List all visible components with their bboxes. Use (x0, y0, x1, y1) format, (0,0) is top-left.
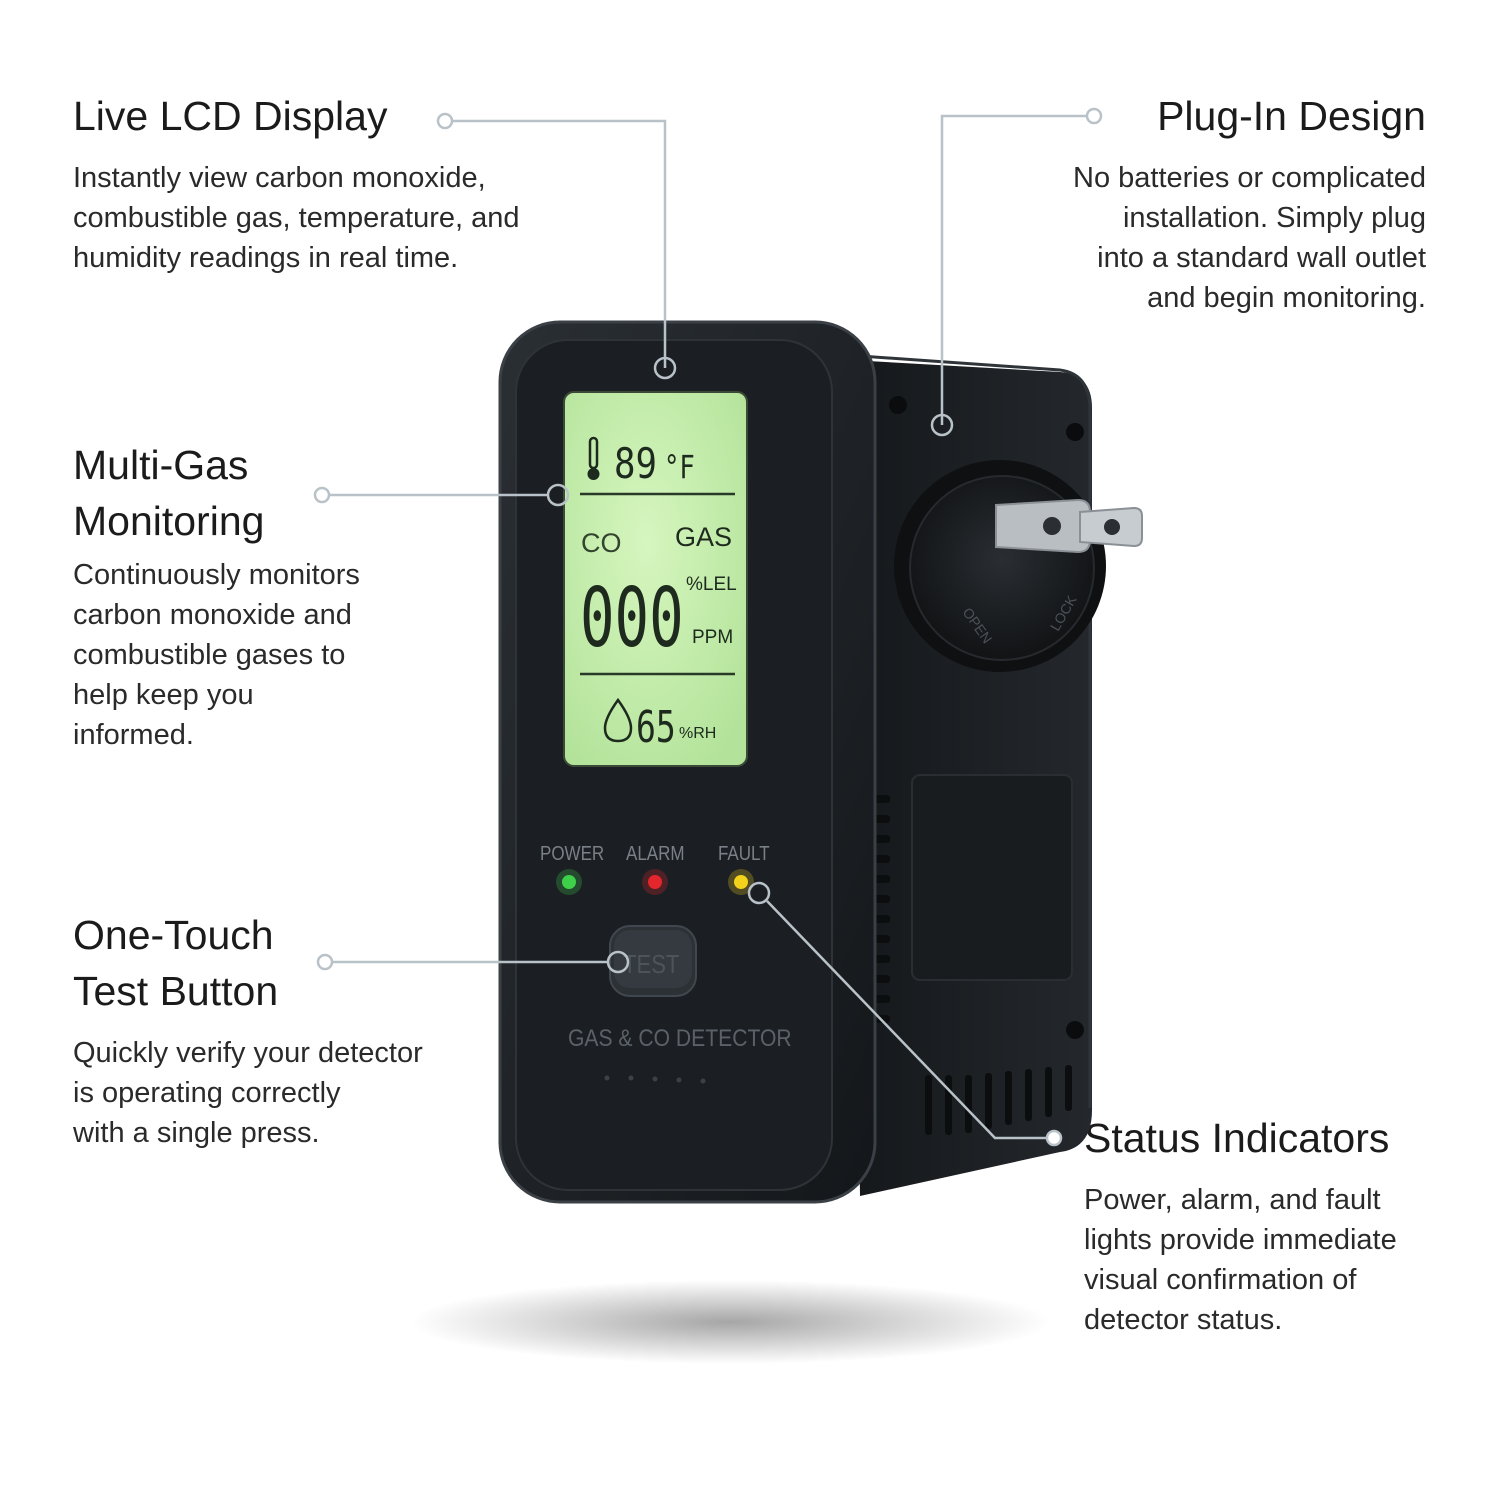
power-led-icon (562, 875, 576, 889)
desc-line: help keep you (73, 679, 254, 711)
desc-line: visual confirmation of (1084, 1264, 1357, 1296)
floor-shadow (410, 1280, 1050, 1364)
desc-line: No batteries or complicated (1073, 162, 1426, 194)
feature-live-lcd-display: Live LCD Display Instantly view carbon m… (73, 88, 633, 278)
feature-description: Power, alarm, and fault lights provide i… (1084, 1180, 1484, 1340)
alarm-label: ALARM (626, 842, 685, 865)
lcd-screen: 89 °F CO GAS 000 %LEL PPM 65 %RH (563, 391, 748, 767)
power-label: POWER (540, 842, 604, 865)
title-line: Test Button (73, 968, 279, 1014)
plug-housing: OPEN LOCK (850, 354, 1143, 1196)
screw-icon (1066, 423, 1084, 441)
desc-line: into a standard wall outlet (1097, 242, 1426, 274)
humidity-droplet-icon (603, 697, 633, 743)
screw-icon (1066, 1021, 1084, 1039)
feature-plug-in-design: Plug-In Design No batteries or complicat… (1000, 88, 1426, 318)
title-line: One-Touch (73, 912, 274, 958)
feature-description: Quickly verify your detector is operatin… (73, 1033, 493, 1153)
desc-line: with a single press. (73, 1117, 320, 1149)
fault-label: FAULT (718, 842, 770, 865)
desc-line: lights provide immediate (1084, 1224, 1397, 1256)
lcd-unit-lel: %LEL (686, 574, 737, 595)
fault-led-icon (734, 875, 748, 889)
feature-status-indicators: Status Indicators Power, alarm, and faul… (1084, 1110, 1484, 1340)
desc-line: combustible gas, temperature, and (73, 202, 520, 234)
feature-title: Status Indicators (1084, 1115, 1390, 1161)
desc-line: carbon monoxide and (73, 599, 352, 631)
feature-description: No batteries or complicated installation… (1000, 158, 1426, 318)
detector-front: 89 °F CO GAS 000 %LEL PPM 65 %RH POWER A… (498, 320, 877, 1204)
feature-title: Plug-In Design (1157, 93, 1426, 139)
lcd-reading: 000 (580, 570, 684, 666)
plug-prongs (995, 498, 1143, 554)
lcd-co-label: CO (581, 528, 622, 558)
desc-line: and begin monitoring. (1147, 282, 1426, 314)
desc-line: combustible gases to (73, 639, 346, 671)
screw-icon (889, 396, 907, 414)
feature-multi-gas-monitoring: Multi-Gas Monitoring Continuously monito… (73, 437, 453, 755)
thermometer-icon (587, 436, 600, 480)
feature-title: Multi-Gas Monitoring (73, 437, 453, 549)
desc-line: Quickly verify your detector (73, 1037, 423, 1069)
desc-line: humidity readings in real time. (73, 242, 459, 274)
lcd-gas-label: GAS (675, 522, 732, 552)
speaker-holes (604, 1075, 706, 1084)
feature-title: Live LCD Display (73, 93, 388, 139)
lcd-humidity-unit: %RH (679, 725, 716, 742)
feature-description: Instantly view carbon monoxide, combusti… (73, 158, 633, 278)
desc-line: installation. Simply plug (1122, 202, 1426, 234)
test-button[interactable]: TEST (609, 925, 697, 997)
title-line: Monitoring (73, 498, 265, 544)
desc-line: detector status. (1084, 1304, 1283, 1336)
test-button-label: TEST (623, 950, 680, 979)
feature-one-touch-test-button: One-Touch Test Button Quickly verify you… (73, 907, 493, 1153)
feature-title: One-Touch Test Button (73, 907, 493, 1019)
rear-panel (911, 774, 1073, 981)
desc-line: is operating correctly (73, 1077, 341, 1109)
lcd-humidity: 65 (636, 702, 676, 753)
alarm-led-icon (648, 875, 662, 889)
feature-description: Continuously monitors carbon monoxide an… (73, 555, 453, 755)
product-label: GAS & CO DETECTOR (568, 1025, 792, 1052)
desc-line: Power, alarm, and fault (1084, 1184, 1381, 1216)
desc-line: informed. (73, 719, 194, 751)
lcd-temp-unit: °F (664, 448, 695, 486)
callout-leader-lines (313, 107, 1103, 1147)
lcd-temperature: 89 (614, 440, 657, 488)
desc-line: Instantly view carbon monoxide, (73, 162, 486, 194)
lcd-unit-ppm: PPM (692, 627, 733, 648)
desc-line: Continuously monitors (73, 559, 360, 591)
title-line: Multi-Gas (73, 442, 249, 488)
